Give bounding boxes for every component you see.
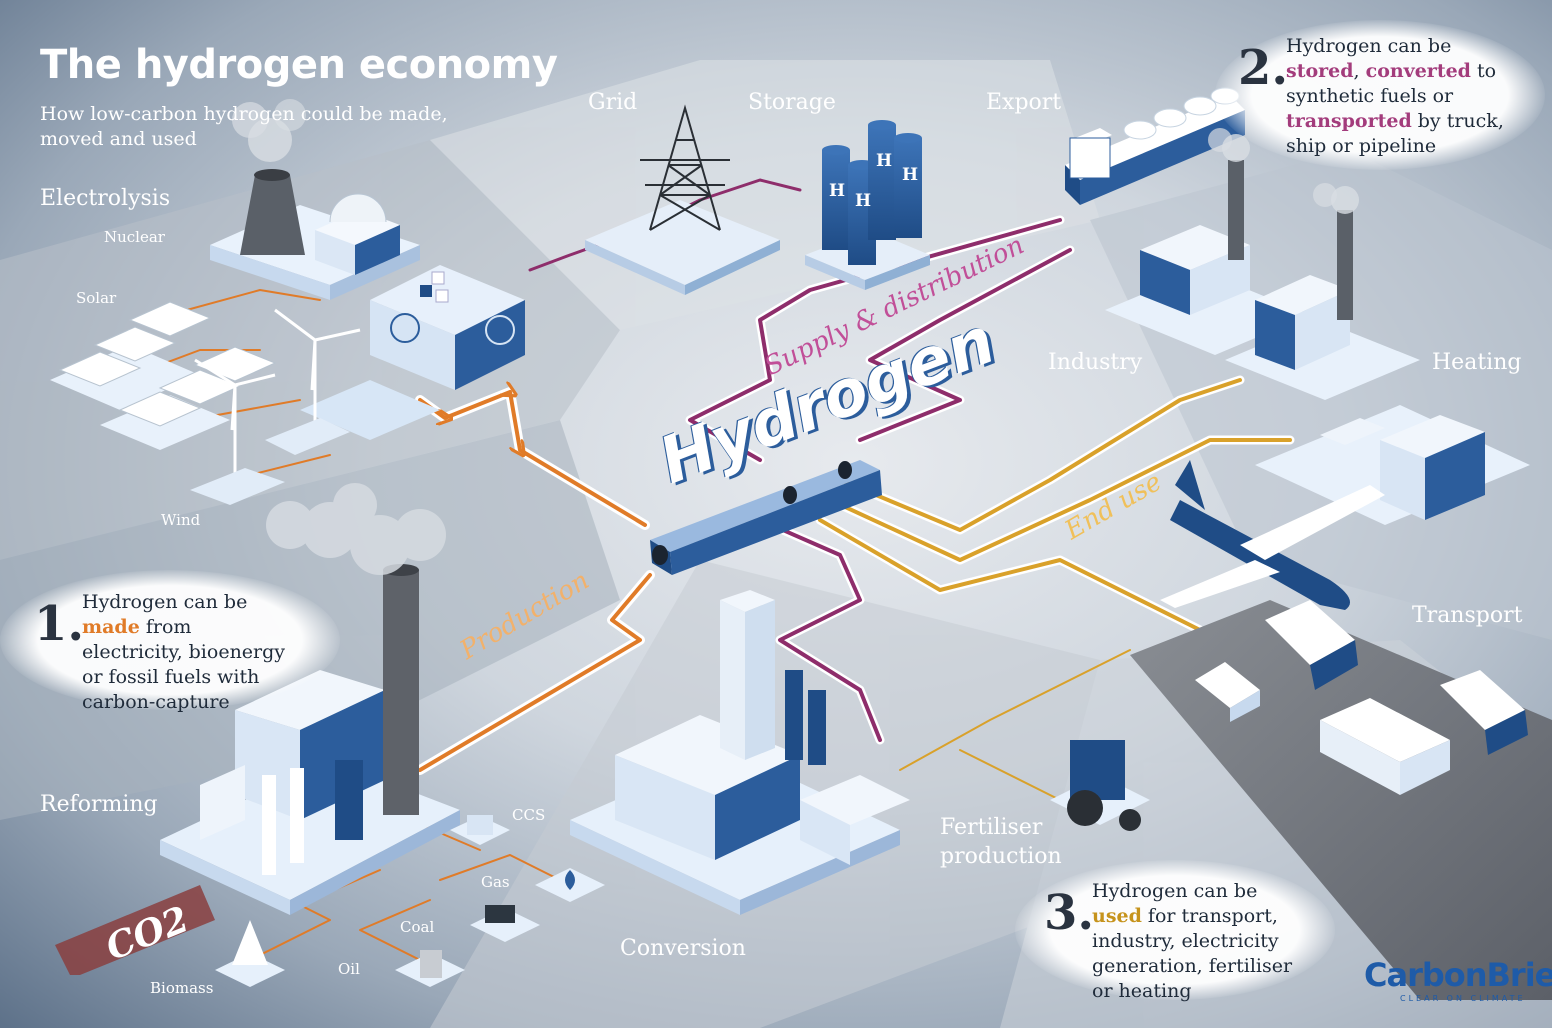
tank-label-h: H — [876, 151, 893, 171]
pipe-renewables — [119, 289, 331, 481]
label-heating: Heating — [1432, 350, 1522, 375]
callout-2-sep: , — [1353, 60, 1366, 82]
tank-label-h: H — [855, 191, 872, 211]
label-transport: Transport — [1412, 603, 1523, 628]
electrolyser-building — [300, 265, 525, 440]
storage-tanks — [805, 120, 930, 290]
callout-2-post: by truck, ship or pipeline — [1286, 110, 1504, 157]
callout-1-highlight: made — [82, 616, 140, 638]
truck — [1320, 698, 1450, 795]
hydrogen-hub-block — [650, 460, 882, 575]
callout-1-post: from electricity, bioenergy or fossil fu… — [82, 616, 286, 713]
industry-buildings — [1105, 128, 1310, 355]
label-fertiliser: Fertiliser production — [940, 815, 1062, 869]
end-use-pipes — [815, 375, 1295, 801]
airplane — [1160, 460, 1385, 610]
label-grid: Grid — [588, 90, 638, 115]
label-ccs: CCS — [512, 806, 546, 824]
co2-arrow — [55, 885, 215, 975]
callout-2-stored: stored — [1286, 60, 1354, 82]
car — [1195, 662, 1260, 722]
callout-1-number: 1. — [34, 596, 85, 652]
label-biomass: Biomass — [150, 979, 214, 997]
fertiliser-tractor — [1050, 740, 1150, 831]
callout-2-mid: to synthetic fuels or — [1286, 60, 1497, 107]
callout-2-pre: Hydrogen can be — [1286, 35, 1452, 57]
callout-2: 2. Hydrogen can be stored, converted to … — [1238, 34, 1528, 159]
label-nuclear: Nuclear — [104, 228, 165, 246]
label-electrolysis: Electrolysis — [40, 186, 171, 211]
callout-3-bg — [1015, 860, 1335, 1000]
callout-2-transported: transported — [1286, 110, 1412, 132]
label-solar: Solar — [76, 289, 117, 307]
label-gas: Gas — [481, 873, 510, 891]
callout-3-pre: Hydrogen can be — [1092, 880, 1258, 902]
page-title: The hydrogen economy — [40, 42, 558, 88]
fossil-inputs — [215, 815, 605, 987]
train — [1265, 600, 1528, 755]
label-reforming: Reforming — [40, 792, 158, 817]
label-wind: Wind — [161, 511, 201, 529]
grid-pylon — [585, 104, 780, 295]
production-pipes — [119, 289, 655, 961]
nuclear-plant — [210, 99, 420, 300]
reforming-plant — [160, 483, 460, 915]
callout-2-converted: converted — [1365, 60, 1471, 82]
heating-buildings — [1225, 183, 1530, 525]
label-conversion: Conversion — [620, 936, 746, 961]
export-ship — [1065, 87, 1245, 205]
carbonbrief-tagline: CLEAR ON CLIMATE — [1400, 994, 1526, 1003]
callout-1-bg — [0, 570, 340, 710]
conversion-plant — [570, 590, 910, 915]
label-industry: Industry — [1048, 350, 1143, 375]
tank-label-h: H — [902, 165, 919, 185]
label-storage: Storage — [748, 90, 836, 115]
callout-3-post: for transport, industry, electricity gen… — [1092, 905, 1293, 1002]
carbonbrief-logo: CarbonBrief — [1364, 956, 1552, 994]
pipe-fossil — [249, 819, 561, 961]
label-coal: Coal — [400, 918, 435, 936]
callout-1: 1. Hydrogen can be made from electricity… — [34, 590, 294, 715]
label-export: Export — [986, 90, 1062, 115]
page-subtitle: How low-carbon hydrogen could be made, m… — [40, 103, 448, 150]
transport-area — [1130, 460, 1552, 1000]
callout-1-pre: Hydrogen can be — [82, 591, 248, 613]
callout-2-number: 2. — [1238, 40, 1289, 96]
label-oil: Oil — [338, 960, 360, 978]
wind-turbines — [190, 308, 361, 505]
callout-3-highlight: used — [1092, 905, 1142, 927]
callout-3-number: 3. — [1044, 885, 1095, 941]
tank-label-h: H — [829, 181, 846, 201]
callout-3: 3. Hydrogen can be used for transport, i… — [1044, 879, 1294, 1004]
callout-2-bg — [1215, 20, 1545, 170]
